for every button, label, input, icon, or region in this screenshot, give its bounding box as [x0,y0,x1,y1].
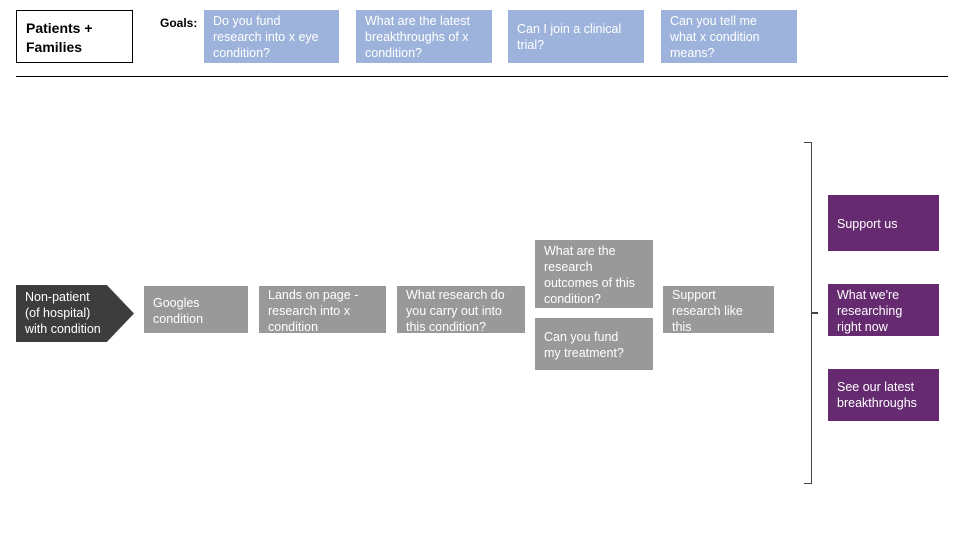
goal-box: Do you fund research into x eye conditio… [204,10,339,63]
header-divider [16,76,948,77]
goals-label: Goals: [160,16,198,30]
flow-step-support-research: Support research like this [663,286,774,334]
outcomes-bracket-tick [811,312,818,314]
outcome-support-us: Support us [828,195,939,251]
goal-box: Can I join a clinical trial? [508,10,644,63]
flow-step-googles: Googles condition [144,286,248,333]
flow-step-research-question: What research do you carry out into this… [397,286,525,334]
flow-start-persona: Non-patient (of hospital) with condition [16,285,134,342]
flow-step-fund-treatment-question: Can you fund my treatment? [535,318,653,370]
persona-label: Patients + Families [16,10,133,63]
goal-box: What are the latest breakthroughs of x c… [356,10,492,63]
outcome-what-were-researching: What we're researching right now [828,284,939,336]
flow-step-outcomes-question: What are the research outcomes of this c… [535,240,653,308]
outcome-latest-breakthroughs: See our latest breakthroughs [828,369,939,421]
flow-step-lands-on-page: Lands on page - research into x conditio… [259,286,386,334]
goal-box: Can you tell me what x condition means? [661,10,797,63]
